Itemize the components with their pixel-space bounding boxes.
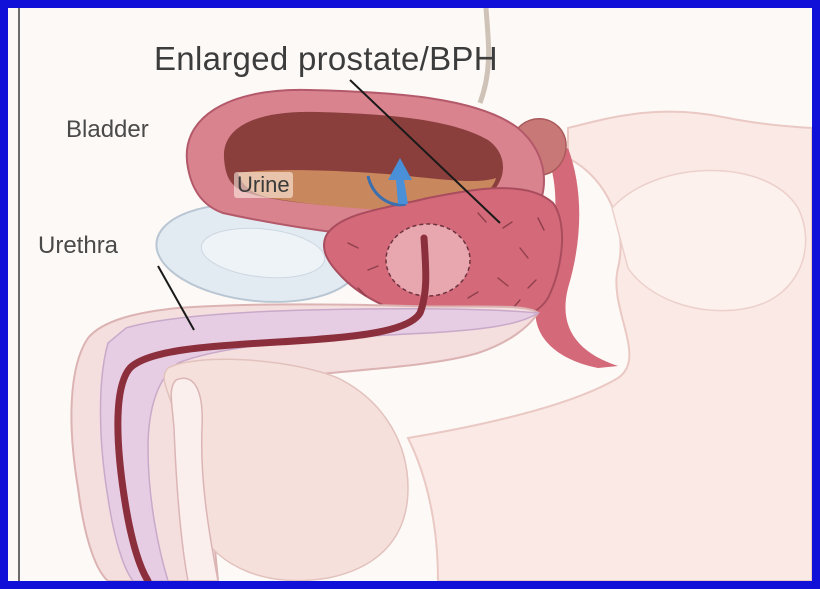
diagram-title: Enlarged prostate/BPH xyxy=(154,40,498,78)
diagram-frame: Enlarged prostate/BPH Bladder Urine Uret… xyxy=(8,8,812,581)
urethra-label: Urethra xyxy=(38,232,118,260)
bladder-label: Bladder xyxy=(66,116,149,144)
anatomy-illustration xyxy=(8,8,812,581)
urine-label: Urine xyxy=(234,172,293,198)
